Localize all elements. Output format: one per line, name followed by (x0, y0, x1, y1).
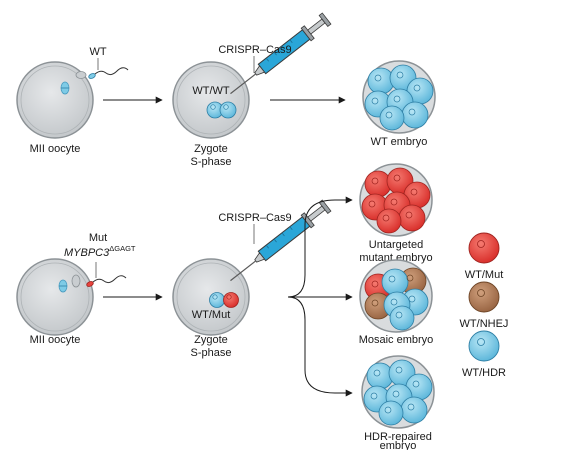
untargeted-label-1: Untargeted (369, 239, 423, 251)
bottom-oocyte-label: MII oocyte (30, 334, 81, 346)
wt-embryo (362, 60, 436, 134)
legend: WT/Mut WT/NHEJ WT/HDR (460, 232, 509, 379)
bottom-sperm-label: Mut (89, 232, 107, 244)
top-zygote-label-2: S-phase (191, 156, 232, 168)
mosaic-embryo (359, 259, 433, 333)
bottom-injection-label: CRISPR–Cas9 (218, 212, 291, 224)
top-zygote (172, 61, 250, 139)
legend-item-wt-hdr: WT/HDR (462, 330, 506, 379)
branch-arrows (287, 196, 353, 397)
legend-label-wt-mut: WT/Mut (465, 269, 504, 281)
legend-item-wt-nhej: WT/NHEJ (460, 281, 509, 330)
hdr-label-2: embryo (380, 440, 417, 450)
legend-label-wt-nhej: WT/NHEJ (460, 318, 509, 330)
hdr-label-1: HDR-repaired (364, 431, 432, 443)
untargeted-label-2: mutant embryo (359, 252, 432, 264)
mosaic-label: Mosaic embryo (359, 334, 434, 346)
legend-item-wt-mut: WT/Mut (465, 232, 504, 281)
bottom-zygote-label-2: S-phase (191, 347, 232, 359)
untargeted-embryo (359, 163, 433, 237)
branch-arrow-hdr (287, 296, 353, 397)
top-zygote-genotype: WT/WT (192, 85, 230, 97)
bottom-sperm-gene: MYBPC3ΔGAGT (64, 244, 136, 259)
top-injection-label: CRISPR–Cas9 (218, 44, 291, 56)
top-oocyte-label: MII oocyte (30, 143, 81, 155)
legend-label-wt-hdr: WT/HDR (462, 367, 506, 379)
bottom-oocyte (16, 258, 94, 336)
hdr-repaired-embryo (361, 355, 435, 429)
top-zygote-label-1: Zygote (194, 143, 228, 155)
bottom-zygote-genotype: WT/Mut (192, 309, 231, 321)
bottom-sperm (86, 262, 127, 287)
branch-arrow-untargeted (287, 196, 353, 298)
top-sperm (88, 58, 129, 79)
bottom-zygote-label-1: Zygote (194, 334, 228, 346)
wt-embryo-label: WT embryo (371, 136, 428, 148)
top-oocyte (16, 61, 94, 139)
top-sperm-label: WT (89, 46, 106, 58)
bottom-zygote (172, 258, 250, 336)
